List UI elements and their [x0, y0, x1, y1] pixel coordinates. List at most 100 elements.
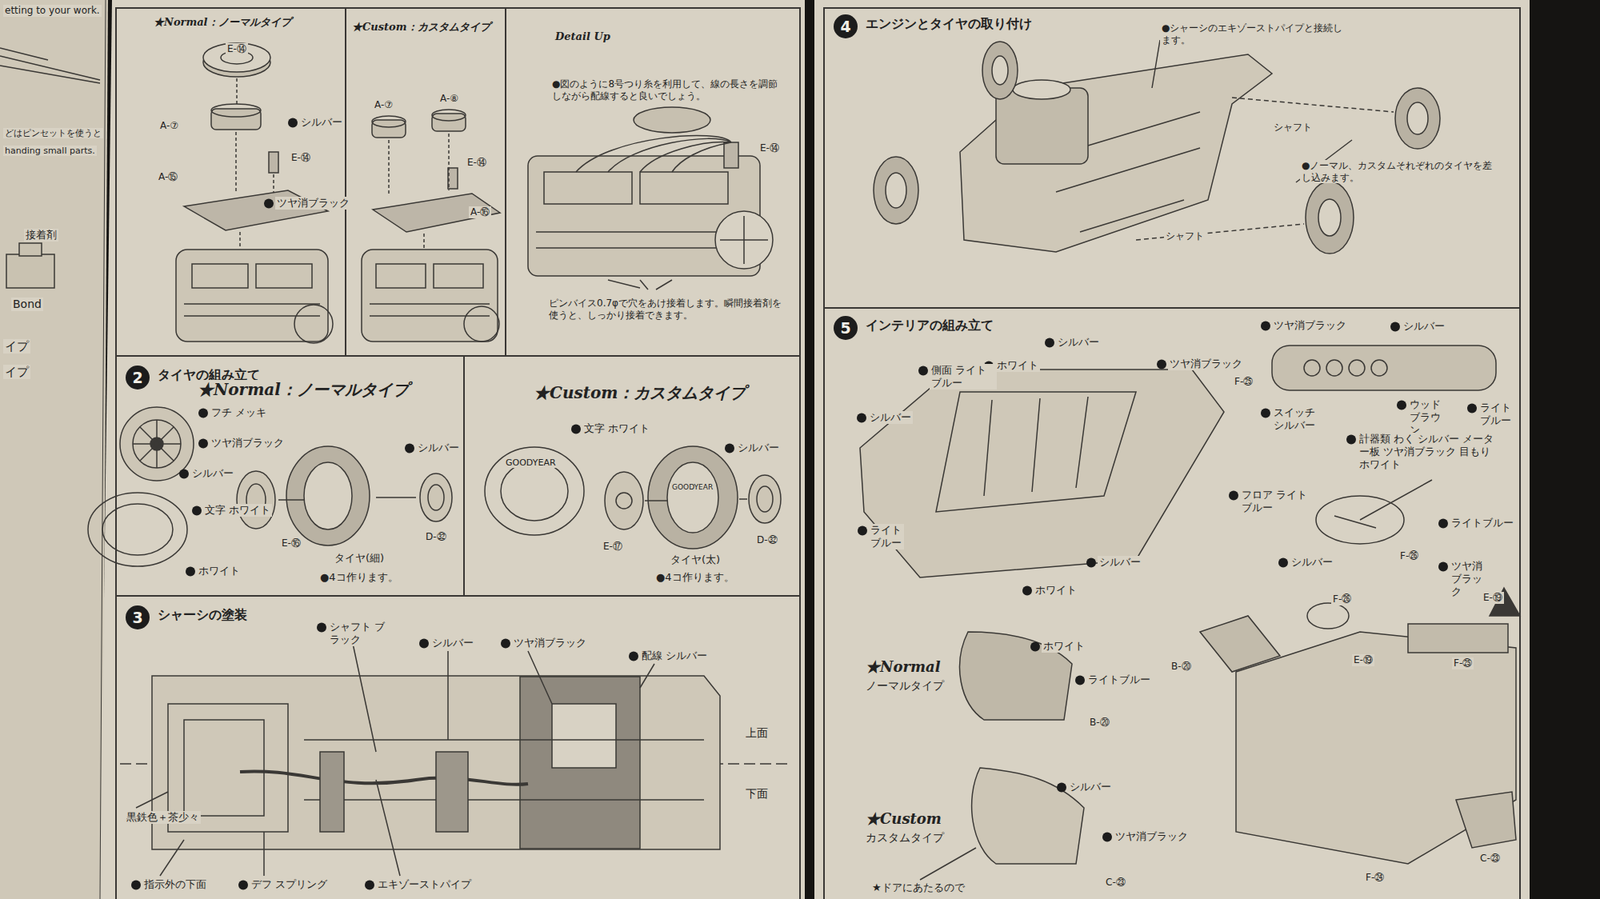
paint-icon: [856, 412, 867, 423]
paint-callout: スイッチ シルバー: [1272, 406, 1320, 432]
part-label: E-⑲: [1481, 592, 1504, 604]
paint-callout: 指示外の下面: [142, 878, 208, 892]
step-panel: 4 エンジンとタイヤの取り付け: [824, 8, 1520, 308]
part-label: シャフト: [1272, 121, 1314, 134]
part-label: ●4コ作ります。: [654, 571, 736, 584]
paint-icon: [857, 525, 868, 536]
paint-callout: シルバー: [299, 116, 344, 129]
type-column: ★Normal：ノーマルタイプ: [116, 378, 464, 595]
part-label: C-㉓: [1104, 876, 1128, 889]
step-number: 2: [125, 365, 150, 390]
part-label: タイヤ(太): [668, 553, 722, 567]
part-label: F-㉕: [1232, 376, 1255, 388]
paint-callout: ツヤ消ブラック: [275, 196, 352, 210]
part-label: A-⑯: [468, 206, 492, 219]
paint-icon: [192, 505, 202, 516]
paint-icon: [571, 424, 581, 434]
paint-icon: [1086, 557, 1096, 568]
type-heading: カスタムタイプ: [864, 831, 946, 845]
paint-icon: [288, 117, 298, 128]
paint-callout: ライトブルー: [1449, 516, 1516, 530]
paint-icon: [1260, 320, 1271, 331]
part-label: A-⑦: [158, 120, 180, 132]
part-label: ●ノーマル、カスタムそれぞれのタイヤを差し込みます。: [1300, 160, 1496, 184]
step-heading: インテリアの組み立て: [864, 317, 996, 333]
part-label: 接着剤: [24, 228, 59, 242]
part-label: ●4コ作ります。: [318, 571, 400, 584]
paint-icon: [185, 566, 196, 576]
part-label: A-⑦: [372, 99, 395, 112]
part-label: F-㉖: [1331, 593, 1353, 606]
paint-callout: 文字 ホワイト: [203, 504, 272, 517]
paint-callout: ホワイト: [1041, 640, 1087, 653]
paint-icon: [264, 198, 274, 208]
paint-callout: シルバー: [416, 441, 461, 455]
paint-icon: [364, 880, 375, 890]
paint-icon: [1228, 490, 1239, 500]
part-label: GOODYEAR: [504, 457, 558, 468]
paint-icon: [500, 638, 511, 648]
type-column: ★Custom：カスタムタイプ: [345, 9, 506, 356]
paint-callout: ホワイト: [1033, 584, 1079, 597]
paint-icon: [1438, 518, 1448, 528]
paint-icon: [1044, 337, 1055, 348]
part-label: 上面: [744, 726, 770, 740]
paint-callout: 配線 シルバー: [640, 649, 709, 663]
part-label: E-⑰: [601, 540, 624, 553]
part-label: C-㉓: [1478, 852, 1502, 865]
paint-callout: ツヤ消ブラック: [1113, 830, 1190, 844]
paint-callout: フチ メッキ: [209, 406, 268, 420]
part-label: シャフト: [1164, 230, 1206, 243]
paint-icon: [404, 443, 415, 453]
part-label: GOODYEAR: [670, 483, 715, 492]
step-heading: シャーシの塗装: [156, 607, 249, 623]
paint-callout: ライトブルー: [1086, 673, 1152, 687]
paint-callout: ライト ブルー: [868, 524, 904, 550]
part-label: ●図のように8号つり糸を利用して、線の長さを調節しながら配線すると良いでしょう。: [550, 78, 786, 102]
part-label: A-⑮: [156, 171, 180, 184]
paint-icon: [179, 468, 189, 479]
paint-callout: シルバー: [868, 411, 913, 424]
part-label: どはピンセットを使うと: [3, 128, 104, 139]
paint-callout: 計器類 わく シルバー メーター板 ツヤ消ブラック 目もり ホワイト: [1357, 432, 1497, 472]
paint-icon: [1390, 321, 1400, 332]
type-column: ★Normal：ノーマルタイプ: [120, 9, 346, 356]
type-column: ★Normalノーマルタイプ: [864, 658, 1000, 700]
type-heading: Detail Up: [553, 30, 612, 44]
part-label: F-㉖: [1398, 550, 1420, 563]
step-number: 4: [833, 14, 858, 39]
type-heading: ノーマルタイプ: [864, 679, 946, 693]
step-panel: 5 インテリアの組み立て ★Normalノーマルタイプ ★Customカスタムタイプ: [824, 308, 1520, 899]
paint-icon: [1030, 641, 1040, 652]
part-label: E-⑲: [1352, 654, 1375, 667]
paint-callout: シルバー: [736, 441, 781, 455]
part-label: ●シャーシのエキゾーストパイプと接続します。: [1160, 22, 1348, 46]
part-label: タイヤ(細): [332, 552, 386, 565]
type-heading: ★Normal：ノーマルタイプ: [196, 380, 411, 400]
paint-callout: シルバー: [1401, 320, 1447, 333]
type-heading: ★Custom：カスタムタイプ: [532, 383, 748, 403]
type-column: ★Customカスタムタイプ: [864, 810, 1000, 852]
part-label: E-⑭: [289, 152, 312, 164]
paint-callout: ツヤ消ブラック: [512, 636, 588, 650]
part-label: イプ: [3, 339, 31, 354]
step-number: 5: [833, 316, 858, 340]
part-label: ピンバイス0.7φで穴をあけ接着します。瞬間接着剤を使うと、しっかり接着できます…: [547, 297, 788, 321]
part-label: B-⑳: [1169, 660, 1193, 673]
paint-callout: ツヤ消ブラック: [1272, 319, 1348, 332]
part-label: etting to your work.: [3, 4, 102, 17]
paint-icon: [724, 443, 735, 453]
paint-icon: [1022, 585, 1032, 596]
paint-icon: [1156, 359, 1167, 369]
paint-icon: [198, 438, 208, 448]
paint-callout: エキゾーストパイプ: [376, 878, 473, 892]
paint-icon: [1102, 832, 1112, 842]
step-heading: エンジンとタイヤの取り付け: [864, 16, 1034, 32]
paint-callout: シルバー: [1097, 556, 1143, 569]
paint-callout: 側面 ライトブルー: [929, 364, 997, 390]
paint-icon: [628, 651, 639, 661]
paint-icon: [419, 638, 429, 648]
paint-callout: シルバー: [1056, 336, 1101, 349]
part-label: 下面: [744, 787, 770, 801]
